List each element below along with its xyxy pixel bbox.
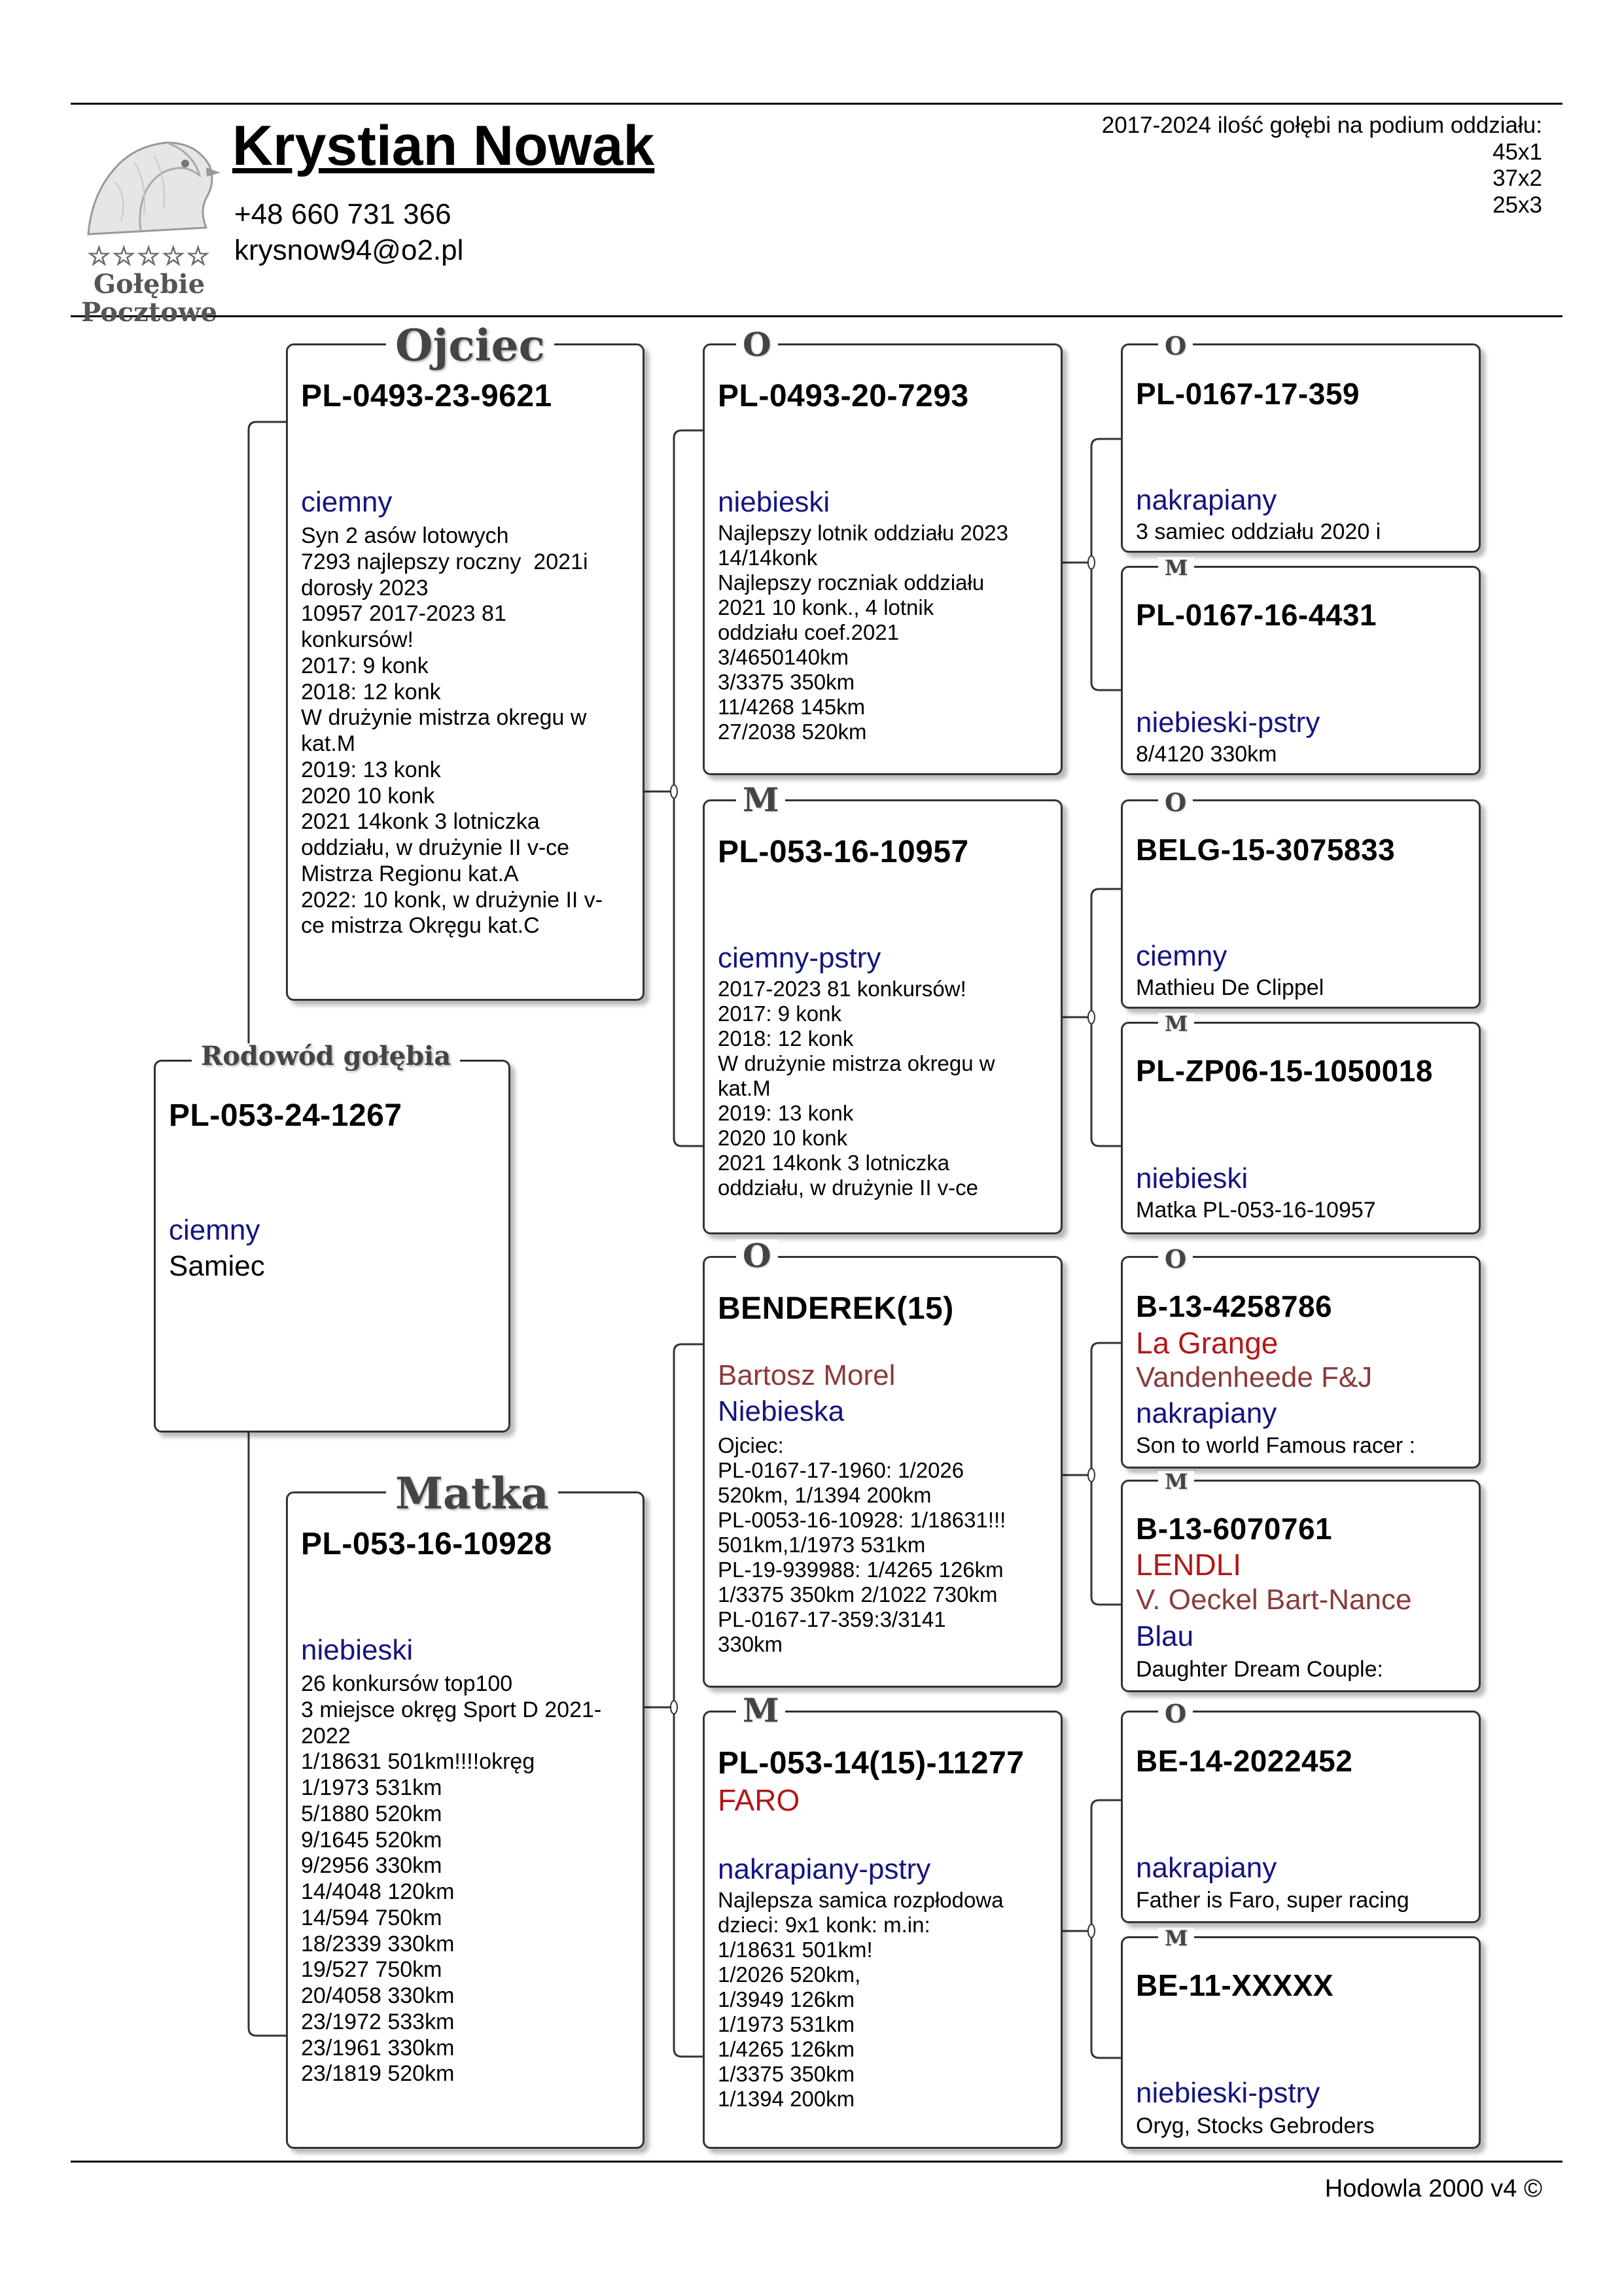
podium-line: 25x3 xyxy=(1492,192,1542,218)
dam-tag: M xyxy=(736,1694,786,1727)
dam-sire-card[interactable]: BENDEREK(15) Bartosz Morel Niebieska Ojc… xyxy=(703,1256,1063,1688)
breeder-label: Bartosz Morel xyxy=(718,1359,896,1391)
logo-line1: Gołębie xyxy=(93,269,205,300)
notes-text: 2017-2023 81 konkursów! 2017: 9 konk 201… xyxy=(718,977,995,1200)
breeder-email: krysnow94@o2.pl xyxy=(234,234,464,266)
podium-summary: 2017-2024 ilość gołębi na podium oddział… xyxy=(1102,113,1542,218)
ggp-card[interactable]: BELG-15-3075833 ciemny Mathieu De Clippe… xyxy=(1121,799,1481,1009)
color-label: Niebieska xyxy=(718,1395,845,1427)
notes-text: Matka PL-053-16-10957 xyxy=(1136,1198,1376,1223)
mother-card[interactable]: PL-053-16-10928 niebieski 26 konkursów t… xyxy=(286,1491,644,2149)
header-top-rule xyxy=(71,103,1562,105)
notes-text: Oryg, Stocks Gebroders xyxy=(1136,2113,1375,2138)
ggp-card[interactable]: BE-14-2022452 nakrapiany Father is Faro,… xyxy=(1121,1711,1481,1923)
logo-line2: Pocztowe xyxy=(81,297,217,328)
ggp-card[interactable]: B-13-4258786 La Grange Vandenheede F&J n… xyxy=(1121,1256,1481,1469)
sire-dam-card[interactable]: PL-053-16-10957 ciemny-pstry 2017-2023 8… xyxy=(703,799,1063,1234)
subject-card[interactable]: PL-053-24-1267 ciemny Samiec xyxy=(154,1060,510,1433)
footer-credit: Hodowla 2000 v4 © xyxy=(1324,2175,1542,2202)
logo-stars: ☆☆☆☆☆ xyxy=(87,241,211,271)
sire-tag: O xyxy=(1158,1701,1193,1726)
podium-line: 37x2 xyxy=(1492,165,1542,192)
podium-title: 2017-2024 ilość gołębi na podium oddział… xyxy=(1101,113,1542,138)
dam-tag: M xyxy=(736,784,786,816)
ggp-card[interactable]: BE-11-XXXXX niebieski-pstry Oryg, Stocks… xyxy=(1121,1936,1481,2149)
notes-text: Najlepsza samica rozpłodowa dzieci: 9x1 … xyxy=(718,1888,1004,2111)
pigeon-logo-icon xyxy=(87,141,221,235)
color-label: nakrapiany xyxy=(1136,1397,1277,1429)
pedigree-title: Rodowód gołębia xyxy=(192,1043,461,1070)
ring-number: PL-053-16-10928 xyxy=(301,1527,552,1561)
color-label: niebieski-pstry xyxy=(1136,2077,1320,2109)
ring-number: BENDEREK(15) xyxy=(718,1291,954,1326)
pigeon-name: La Grange xyxy=(1136,1326,1279,1360)
color-label: ciemny xyxy=(301,486,393,518)
sex-label: Samiec xyxy=(169,1250,265,1282)
notes-text: Ojciec: PL-0167-17-1960: 1/2026 520km, 1… xyxy=(718,1433,1006,1656)
notes-text: Syn 2 asów lotowych 7293 najlepszy roczn… xyxy=(301,523,603,939)
sire-tag: O xyxy=(736,328,778,361)
ring-number: PL-ZP06-15-1050018 xyxy=(1136,1054,1433,1088)
father-card[interactable]: PL-0493-23-9621 ciemny Syn 2 asów lotowy… xyxy=(286,343,644,1001)
notes-text: 3 samiec oddziału 2020 i xyxy=(1136,519,1381,544)
ring-number: B-13-6070761 xyxy=(1136,1512,1333,1546)
ggp-card[interactable]: PL-0167-17-359 nakrapiany 3 samiec oddzi… xyxy=(1121,343,1481,553)
mother-title: Matka xyxy=(386,1472,558,1515)
color-label: ciemny xyxy=(169,1214,260,1246)
breeder-name: Krystian Nowak xyxy=(232,114,655,177)
logo-text: ☆☆☆☆☆ Gołębie Pocztowe xyxy=(77,242,221,327)
notes-text: Father is Faro, super racing xyxy=(1136,1888,1409,1913)
breeder-label: Vandenheede F&J xyxy=(1136,1361,1373,1393)
ring-number: BE-14-2022452 xyxy=(1136,1744,1353,1778)
sire-tag: O xyxy=(736,1240,778,1272)
dam-dam-card[interactable]: PL-053-14(15)-11277 FARO nakrapiany-pstr… xyxy=(703,1711,1063,2149)
color-label: niebieski xyxy=(301,1634,414,1666)
ggp-card[interactable]: PL-ZP06-15-1050018 niebieski Matka PL-05… xyxy=(1121,1022,1481,1234)
ring-number: PL-053-24-1267 xyxy=(169,1098,402,1133)
color-label: ciemny xyxy=(1136,940,1227,972)
color-label: niebieski xyxy=(718,486,830,518)
notes-text: Daughter Dream Couple: xyxy=(1136,1657,1383,1682)
header-bottom-rule xyxy=(71,315,1562,317)
dam-tag: M xyxy=(1158,1928,1195,1949)
father-title: Ojciec xyxy=(386,324,554,367)
dam-tag: M xyxy=(1158,1013,1195,1034)
color-label: Blau xyxy=(1136,1620,1194,1652)
ring-number: PL-053-14(15)-11277 xyxy=(718,1746,1025,1781)
ggp-card[interactable]: PL-0167-16-4431 niebieski-pstry 8/4120 3… xyxy=(1121,566,1481,775)
color-label: nakrapiany-pstry xyxy=(718,1853,931,1885)
ring-number: PL-0167-17-359 xyxy=(1136,377,1360,411)
ring-number: PL-0493-23-9621 xyxy=(301,379,552,413)
notes-text: Najlepszy lotnik oddziału 2023 14/14konk… xyxy=(718,521,1008,744)
dam-tag: M xyxy=(1158,557,1195,578)
ring-number: BELG-15-3075833 xyxy=(1136,833,1396,867)
ggp-card[interactable]: B-13-6070761 LENDLI V. Oeckel Bart-Nance… xyxy=(1121,1480,1481,1692)
sire-tag: O xyxy=(1158,334,1193,358)
sire-tag: O xyxy=(1158,790,1193,815)
dam-tag: M xyxy=(1158,1471,1195,1492)
color-label: nakrapiany xyxy=(1136,1852,1277,1884)
ring-number: PL-053-16-10957 xyxy=(718,835,969,869)
color-label: niebieski-pstry xyxy=(1136,706,1320,739)
pigeon-name: FARO xyxy=(718,1783,800,1817)
notes-text: 8/4120 330km xyxy=(1136,742,1277,767)
footer-rule xyxy=(71,2161,1562,2163)
sire-sire-card[interactable]: PL-0493-20-7293 niebieski Najlepszy lotn… xyxy=(703,343,1063,775)
breeder-label: V. Oeckel Bart-Nance xyxy=(1136,1584,1412,1616)
podium-line: 45x1 xyxy=(1492,139,1542,165)
pigeon-name: LENDLI xyxy=(1136,1548,1242,1582)
ring-number: PL-0167-16-4431 xyxy=(1136,598,1377,632)
sire-tag: O xyxy=(1158,1247,1193,1272)
color-label: niebieski xyxy=(1136,1162,1248,1194)
ring-number: BE-11-XXXXX xyxy=(1136,1968,1334,2002)
notes-text: 26 konkursów top100 3 miejsce okręg Spor… xyxy=(301,1671,602,2087)
color-label: ciemny-pstry xyxy=(718,942,881,974)
ring-number: B-13-4258786 xyxy=(1136,1289,1333,1323)
breeder-phone: +48 660 731 366 xyxy=(234,198,451,230)
color-label: nakrapiany xyxy=(1136,484,1277,516)
notes-text: Son to world Famous racer : xyxy=(1136,1433,1416,1458)
notes-text: Mathieu De Clippel xyxy=(1136,975,1324,1000)
ring-number: PL-0493-20-7293 xyxy=(718,379,969,413)
